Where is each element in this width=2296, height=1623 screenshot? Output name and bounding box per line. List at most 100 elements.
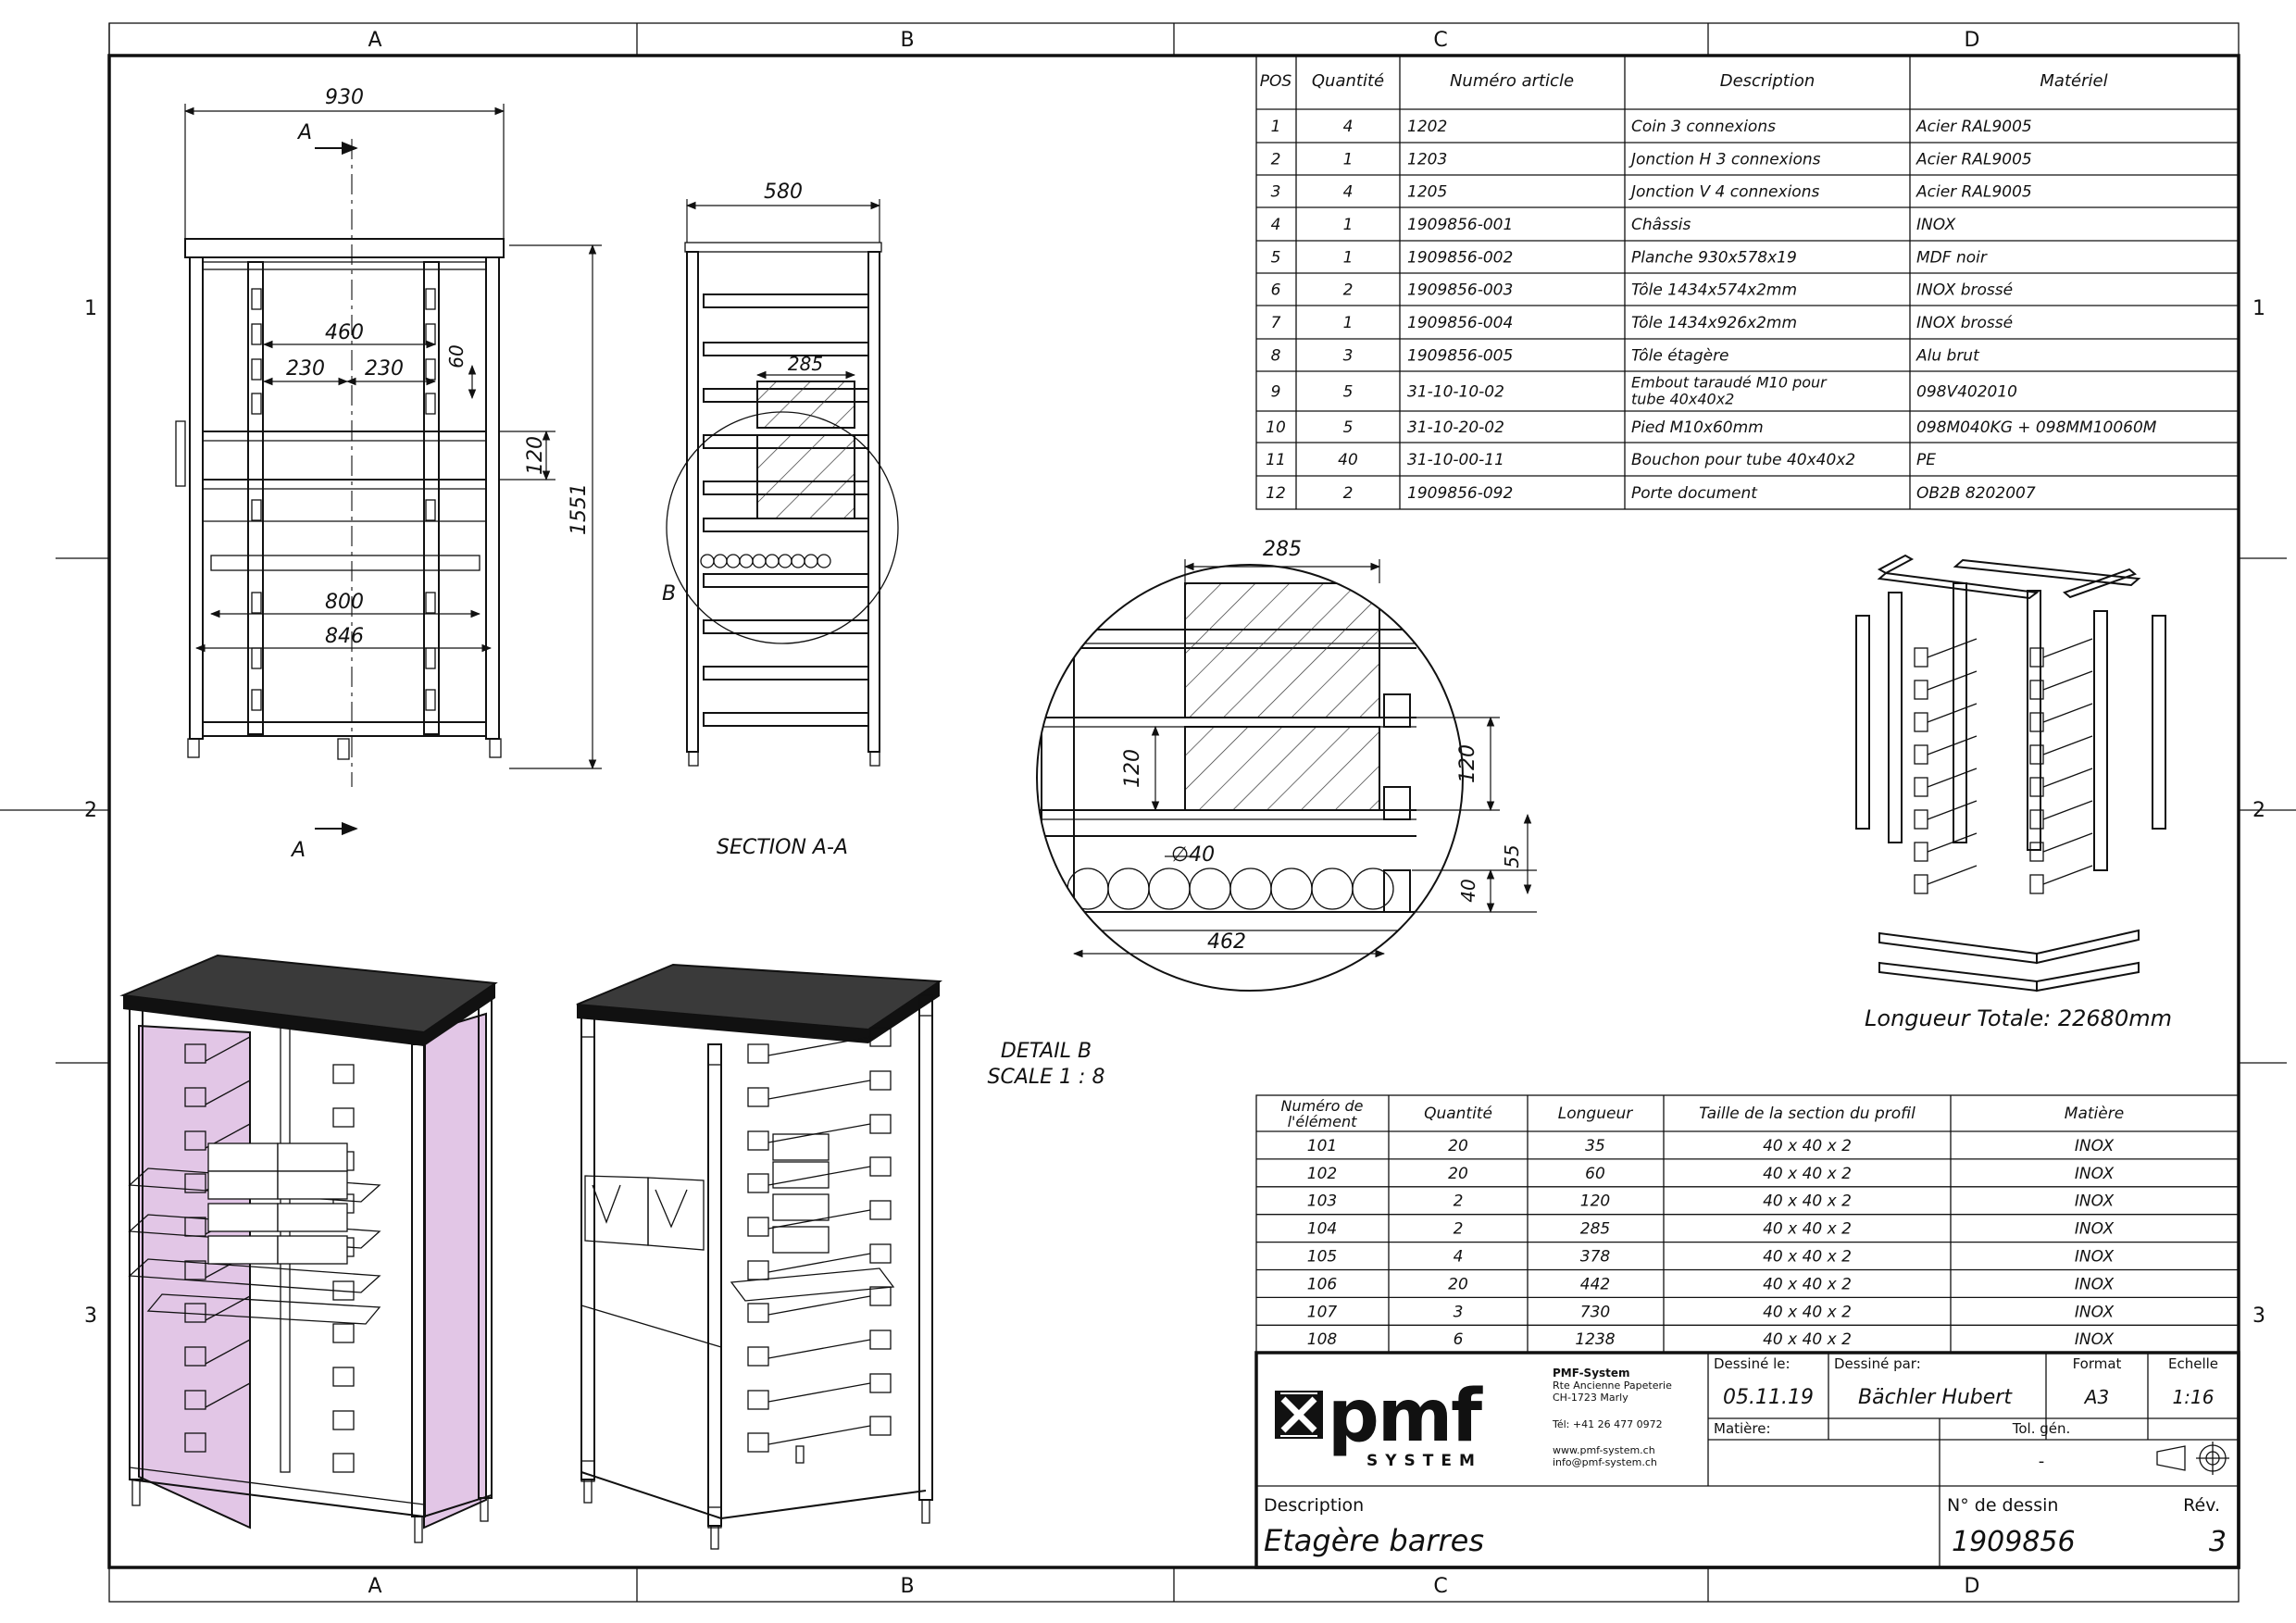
parts-cell: 1909856-003: [1407, 281, 1513, 300]
dim-120: 120: [524, 436, 547, 475]
drawn-on-label: Dessiné le:: [1714, 1355, 1791, 1372]
profile-cell: INOX: [2075, 1165, 2115, 1183]
parts-cell: 1202: [1407, 118, 1447, 136]
parts-header-article: Numéro article: [1450, 71, 1574, 91]
zone-label-right-2: 2: [2252, 799, 2265, 822]
parts-cell: 4: [1343, 118, 1354, 136]
profile-cell: 40 x 40 x 2: [1763, 1192, 1852, 1211]
parts-cell: 1909856-005: [1407, 347, 1513, 366]
parts-cell: 1909856-002: [1407, 249, 1513, 268]
detail-dim-55: 55: [1501, 844, 1523, 868]
profile-cell: 2: [1454, 1192, 1464, 1211]
parts-cell: 1205: [1407, 183, 1447, 202]
dim-460: 460: [325, 321, 364, 344]
profile-cell: 40 x 40 x 2: [1763, 1137, 1852, 1155]
profile-cell: 3: [1454, 1303, 1464, 1321]
parts-cell: 3: [1343, 347, 1354, 366]
iso-frame-structure: Longueur Totale: 22680mm: [1855, 554, 2172, 1031]
parts-cell: 2: [1343, 281, 1354, 300]
detail-dim-285: 285: [1263, 538, 1302, 561]
parts-cell: Tôle étagère: [1631, 347, 1729, 366]
parts-header-material: Matériel: [2040, 71, 2107, 91]
profile-header-element-1: Numéro de: [1281, 1097, 1364, 1115]
parts-cell: MDF noir: [1916, 249, 1988, 268]
profile-cell: 102: [1307, 1165, 1337, 1183]
parts-header-pos: POS: [1260, 72, 1292, 91]
zone-label-top-c: C: [1433, 29, 1447, 52]
profile-cell: 107: [1307, 1303, 1338, 1321]
parts-cell: INOX brossé: [1916, 281, 2013, 300]
profile-header-section: Taille de la section du profil: [1699, 1105, 1915, 1123]
section-letter-top: A: [296, 121, 312, 144]
parts-cell: 31-10-00-11: [1407, 451, 1504, 469]
profile-cell: 60: [1585, 1165, 1605, 1183]
projection-symbol-icon: [2156, 1442, 2229, 1475]
profile-cell: 378: [1580, 1248, 1611, 1267]
parts-cell: 1: [1343, 216, 1354, 234]
parts-cell: Acier RAL9005: [1915, 183, 2032, 202]
parts-cell: Jonction H 3 connexions: [1628, 151, 1821, 169]
zone-label-top-a: A: [368, 29, 381, 52]
zone-label-bottom-a: A: [368, 1575, 381, 1598]
frame-total-length-caption: Longueur Totale: 22680mm: [1865, 1005, 2172, 1031]
profile-cell: 4: [1454, 1248, 1464, 1267]
profile-cell: INOX: [2075, 1220, 2115, 1239]
parts-cell: 8: [1271, 347, 1281, 366]
profile-header-length: Longueur: [1558, 1105, 1633, 1123]
profile-cell: 106: [1307, 1275, 1338, 1293]
profile-header-element-2: l'élément: [1288, 1113, 1358, 1130]
profile-list-table: Numéro de l'élément Quantité Longueur Ta…: [1255, 1094, 2240, 1354]
parts-list-table: POS Quantité Numéro article Description …: [1255, 55, 2240, 510]
parts-cell: 7: [1271, 314, 1281, 332]
parts-cell: 31-10-20-02: [1407, 418, 1504, 437]
parts-cell: Pied M10x60mm: [1631, 418, 1764, 437]
profile-cell: 35: [1585, 1137, 1605, 1155]
parts-cell: 098V402010: [1916, 383, 2017, 402]
parts-cell: 5: [1343, 418, 1354, 437]
dim-930: 930: [325, 86, 364, 109]
front-view: 930 460 230 230 60 120 800 846 1551 A A: [175, 86, 602, 862]
profile-cell: 1238: [1575, 1330, 1615, 1349]
parts-cell: Tôle 1434x926x2mm: [1631, 314, 1797, 332]
parts-header-description: Description: [1720, 71, 1816, 91]
parts-cell: 40: [1338, 451, 1358, 469]
profile-cell: 120: [1580, 1192, 1610, 1211]
drawing-number-label: N° de dessin: [1947, 1495, 2058, 1516]
profile-cell: 40 x 40 x 2: [1763, 1220, 1852, 1239]
parts-cell: Châssis: [1631, 216, 1691, 234]
iso-view-open-frame: [576, 963, 942, 1550]
title-block: pmf SYSTEM PMF-System Rte Ancienne Papet…: [1254, 1351, 2240, 1569]
sheet-frame: A B C D A B C D 1 2 3 1 2 3: [0, 22, 2296, 1603]
parts-cell: 10: [1266, 418, 1286, 437]
parts-cell: 2: [1271, 151, 1281, 169]
parts-cell: 1203: [1407, 151, 1447, 169]
profile-cell: 104: [1307, 1220, 1337, 1239]
dim-800: 800: [325, 591, 364, 614]
detail-caption-line2: SCALE 1 : 8: [988, 1066, 1105, 1089]
parts-header-qty: Quantité: [1312, 71, 1384, 91]
company-address-2: CH-1723 Marly: [1553, 1392, 1628, 1404]
company-phone: Tél: +41 26 477 0972: [1552, 1418, 1663, 1430]
description-label: Description: [1264, 1495, 1364, 1516]
parts-cell: 1: [1343, 249, 1354, 268]
revision-label: Rév.: [2183, 1495, 2220, 1516]
profile-cell: 40 x 40 x 2: [1763, 1248, 1852, 1267]
revision-value: 3: [2209, 1526, 2227, 1558]
dim-230-left: 230: [286, 357, 325, 381]
drawn-by-label: Dessiné par:: [1834, 1355, 1921, 1372]
parts-cell: 1: [1343, 151, 1354, 169]
parts-cell: 11: [1266, 451, 1286, 469]
profile-cell: 730: [1580, 1303, 1610, 1321]
parts-cell: INOX brossé: [1916, 314, 2013, 332]
detail-b-view: 285 120 120 ∅40 55 40 462 DETAIL B SCALE…: [988, 538, 1537, 1089]
profile-header-material: Matière: [2065, 1105, 2124, 1123]
profile-cell: 6: [1454, 1330, 1464, 1349]
parts-cell: Porte document: [1631, 484, 1758, 503]
parts-cell: 9: [1271, 383, 1281, 402]
parts-cell: Acier RAL9005: [1915, 151, 2032, 169]
parts-cell: Coin 3 connexions: [1631, 118, 1776, 136]
detail-letter: B: [662, 582, 676, 606]
parts-cell: 1: [1343, 314, 1354, 332]
zone-label-bottom-b: B: [900, 1575, 914, 1598]
